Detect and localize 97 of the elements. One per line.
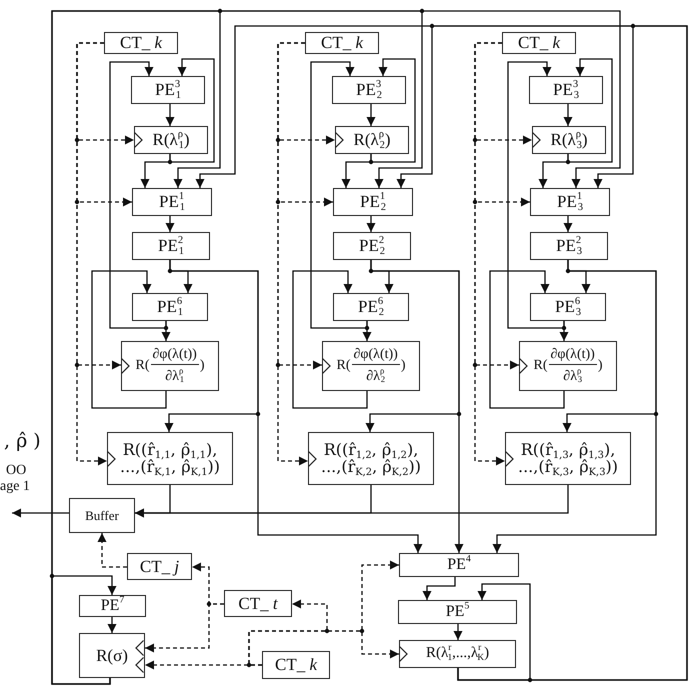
data-arrow xyxy=(366,216,376,232)
data-arrow xyxy=(489,270,565,409)
block-label: PE$^{7}$ xyxy=(100,598,124,614)
data-arrow xyxy=(109,61,167,329)
cut-off-text: age 1 xyxy=(0,479,30,495)
formula-text: R( xyxy=(136,358,150,374)
block-box xyxy=(519,341,617,391)
block-label: CT_ j xyxy=(140,558,180,576)
block-box xyxy=(398,600,517,624)
block-label: R(λ$^{ρ}$$_{2}$) xyxy=(353,131,391,149)
block-box xyxy=(322,341,420,391)
control-arrow xyxy=(474,42,505,466)
block-box xyxy=(134,126,208,154)
block-box xyxy=(530,232,608,260)
control-arrow xyxy=(76,42,107,466)
block-box xyxy=(399,640,516,668)
block-label: PE$^{5}$ xyxy=(446,604,470,620)
data-arrow xyxy=(292,270,368,409)
control-arrow xyxy=(98,533,127,568)
block-label: CT_ k xyxy=(320,34,364,52)
formula-text: ) xyxy=(200,358,204,374)
block-box xyxy=(79,633,145,678)
block-box xyxy=(262,651,330,679)
cut-off-text: , ρ̂ ) xyxy=(4,430,41,452)
data-arrow xyxy=(91,270,167,409)
data-arrow xyxy=(12,508,69,518)
data-arrow xyxy=(564,104,572,126)
block-label: R(λ$^{ρ}$$_{3}$) xyxy=(550,131,588,149)
cut-off-text: OO xyxy=(6,463,26,479)
block-box xyxy=(399,553,519,577)
block-label: CT_ k xyxy=(518,34,560,52)
numerator-text: ∂φ(λ(t)) xyxy=(150,348,199,364)
numerator-text: ∂φ(λ(t)) xyxy=(352,348,400,364)
numerator-text: ∂φ(λ(t)) xyxy=(548,348,597,364)
data-arrow xyxy=(370,260,464,553)
block-box xyxy=(502,32,576,54)
block-label: R((r̂$_{1,2}$, ρ̂$_{1,2}$), ...,(r̂$_{K,2}$, ρ̂$_{K,2}$)) xyxy=(320,442,422,476)
block-label: R(λ$^{ρ}$$_{1}$) xyxy=(152,131,190,149)
block-box xyxy=(224,590,292,617)
block-box xyxy=(104,32,178,54)
formula-text: R( xyxy=(534,358,548,374)
block-label: PE$^{4}$ xyxy=(447,556,471,574)
block-box xyxy=(132,232,210,260)
formula-text: ) xyxy=(400,358,406,374)
block-box xyxy=(121,341,219,391)
block-box xyxy=(529,76,603,104)
block-label: CT_ k xyxy=(274,656,318,674)
formula-text: R( xyxy=(336,358,350,374)
block-label: R(σ) xyxy=(96,646,128,664)
block-box xyxy=(308,432,434,485)
data-arrow xyxy=(362,321,372,341)
block-box xyxy=(333,188,413,216)
data-arrow xyxy=(310,61,368,329)
data-arrow xyxy=(454,624,462,640)
block-box xyxy=(132,188,212,216)
data-arrow xyxy=(564,216,572,232)
block-box xyxy=(305,32,379,54)
block-box xyxy=(127,553,192,580)
block-label: CT_ t xyxy=(238,594,278,612)
data-arrow xyxy=(492,260,657,553)
data-arrow xyxy=(166,216,174,232)
data-arrow xyxy=(422,577,456,600)
block-box xyxy=(530,188,610,216)
block-label: R((r̂$_{1,1}$, ρ̂$_{1,1}$), ...,(r̂$_{K,1}$, ρ̂$_{K,1}$)) xyxy=(118,442,221,476)
data-arrow xyxy=(51,575,116,685)
block-label: R(λ$^{r}$$_{1}$,...,λ$^{r}$$_{K}$) xyxy=(426,646,490,662)
block-box xyxy=(335,126,409,154)
data-arrow xyxy=(135,485,569,518)
block-label: R((r̂$_{1,3}$, ρ̂$_{1,3}$), ...,(r̂$_{K,3}$, ρ̂$_{K,3}$)) xyxy=(516,442,619,476)
block-box xyxy=(79,595,146,617)
control-arrow xyxy=(277,42,308,466)
block-label: CT_ k xyxy=(120,34,162,52)
block-box xyxy=(131,76,205,104)
control-arrow xyxy=(145,603,224,652)
data-arrow xyxy=(169,58,215,163)
formula-text: ) xyxy=(598,358,602,374)
data-arrow xyxy=(507,61,565,329)
data-arrow xyxy=(366,104,376,126)
block-box xyxy=(530,293,606,321)
data-arrow xyxy=(162,321,170,341)
data-arrow xyxy=(457,583,531,681)
data-arrow xyxy=(560,321,568,341)
data-arrow xyxy=(108,617,116,633)
control-arrow xyxy=(248,630,399,666)
block-box xyxy=(107,432,233,485)
block-label: Buffer xyxy=(85,508,119,522)
block-box xyxy=(333,293,409,321)
block-box xyxy=(532,126,606,154)
data-arrow xyxy=(169,260,422,553)
block-box xyxy=(332,76,406,104)
block-box xyxy=(132,293,208,321)
buffer-box xyxy=(69,498,135,533)
data-arrow xyxy=(166,104,174,126)
data-arrow xyxy=(567,58,613,163)
block-box xyxy=(505,432,631,485)
data-arrow xyxy=(370,58,416,163)
block-box xyxy=(333,232,411,260)
